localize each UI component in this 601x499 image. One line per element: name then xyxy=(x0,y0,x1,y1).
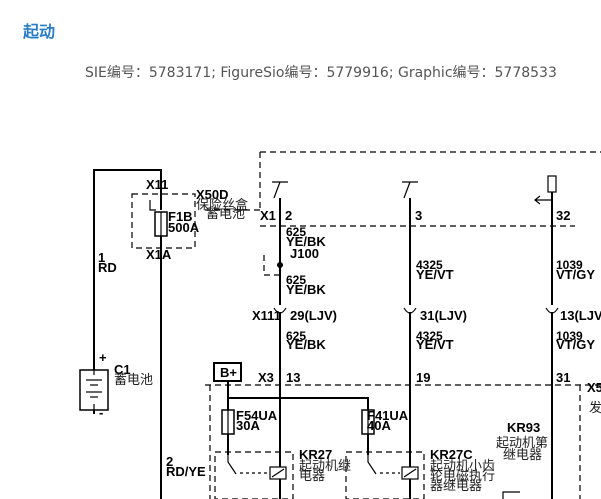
label-f54ua-amp: 30A xyxy=(236,418,260,433)
label-wire-4325-a-color: YE/VT xyxy=(416,267,454,282)
label-pin-32: 32 xyxy=(556,208,570,223)
document-ids: SIE编号：5783171; FigureSio编号：5779916; Grap… xyxy=(85,65,557,81)
j100-splice xyxy=(263,255,282,276)
label-pin-3: 3 xyxy=(415,208,422,223)
label-kr93-cn-1: 起动机第 xyxy=(496,436,548,451)
label-wire-1-color: RD xyxy=(98,260,117,275)
label-pin-2: 2 xyxy=(285,208,292,223)
relay-kr27c-switch xyxy=(367,455,377,475)
label-kr27-cn-1: 起动机继 xyxy=(299,459,351,474)
label-pin-13-ljv: 13(LJV xyxy=(560,308,601,323)
arrow-icon xyxy=(534,195,552,205)
label-wire-625-b: 625 xyxy=(286,273,306,287)
label-kr27c: KR27C xyxy=(430,447,473,462)
switch-s1-icon xyxy=(272,181,288,199)
label-kr27-cn-2: 电器 xyxy=(299,469,325,484)
label-f41ua: F41UA xyxy=(367,408,409,423)
label-x1: X1 xyxy=(260,208,276,223)
label-wire-4325-b: 4325 xyxy=(416,329,443,343)
f1b-fuse-boundary xyxy=(131,193,196,249)
battery-c1 xyxy=(79,369,109,411)
label-f54ua: F54UA xyxy=(236,408,278,423)
label-x50d: X50D xyxy=(196,187,229,202)
relay-kr27c-coil-mark xyxy=(403,468,417,478)
page-title: 起动 xyxy=(23,22,56,41)
f1b-contact-mark xyxy=(149,200,156,211)
label-x5-partial: X5 xyxy=(587,380,601,395)
label-partial-cn: 发 xyxy=(589,400,601,416)
label-pin-19: 19 xyxy=(416,370,430,385)
sensor-resistor-icon xyxy=(547,175,557,193)
label-pin-13: 13 xyxy=(286,370,300,385)
relay-kr27-switch xyxy=(227,455,237,475)
label-wire-625-c: 625 xyxy=(286,329,306,343)
switch-s2-icon xyxy=(402,181,418,199)
label-wire-1039-a: 1039 xyxy=(556,258,583,272)
label-wire-2: 2 xyxy=(166,454,173,469)
label-kr27c-cn-3: 器继电器 xyxy=(430,479,482,494)
label-wire-1039-b: 1039 xyxy=(556,329,583,343)
label-fuse-box-cn: 保险丝盒 xyxy=(196,197,248,213)
label-battery-cn-2: 蓄电池 xyxy=(114,373,153,388)
label-kr27: KR27 xyxy=(299,447,332,462)
label-wire-625-c-color: YE/BK xyxy=(286,337,326,352)
label-wire-4325-b-color: YE/VT xyxy=(416,337,454,352)
label-wire-1: 1 xyxy=(98,250,105,265)
label-pin-29: 29(LJV) xyxy=(290,308,337,323)
label-kr27c-cn-2: 轮电磁执行 xyxy=(430,469,495,484)
label-kr93: KR93 xyxy=(507,420,540,435)
relay-kr27-coil-mark xyxy=(271,468,285,478)
label-wire-1039-b-color: VT/GY xyxy=(556,337,595,352)
engine-compartment-fuse-box-boundary xyxy=(205,151,601,211)
fuse-box-inner-boundary xyxy=(205,384,601,499)
label-f1b: F1B xyxy=(168,209,193,224)
label-x1a: X1A xyxy=(146,247,172,262)
label-f41ua-amp: 40A xyxy=(367,418,391,433)
label-x3: X3 xyxy=(258,370,274,385)
label-battery-plus: + xyxy=(99,350,107,365)
label-c1: C1 xyxy=(114,362,131,377)
bplus-bus xyxy=(227,381,369,410)
label-wire-625-a-color: YE/BK xyxy=(286,234,326,249)
label-wire-625-b-color: YE/BK xyxy=(286,282,326,297)
label-wire-625-a: 625 xyxy=(286,225,306,239)
label-wire-4325-a: 4325 xyxy=(416,258,443,272)
label-pin-31b: 31 xyxy=(556,370,570,385)
label-f1b-amp: 500A xyxy=(168,220,200,235)
label-battery-minus: - xyxy=(99,405,103,420)
label-j100: J100 xyxy=(290,246,319,261)
label-pin-31: 31(LJV) xyxy=(420,308,467,323)
label-x11: X11 xyxy=(146,177,168,192)
relay-kr27 xyxy=(214,451,294,499)
label-wire-2-color: RD/YE xyxy=(166,464,206,479)
label-kr27c-cn-1: 起动机小齿 xyxy=(430,459,495,474)
relay-kr93-partial xyxy=(502,491,520,499)
label-battery-cn-1: 蓄电池 xyxy=(206,207,245,222)
relay-kr27c xyxy=(345,451,425,499)
label-bplus: B+ xyxy=(220,365,237,380)
label-wire-1039-a-color: VT/GY xyxy=(556,267,595,282)
label-x111: X111 xyxy=(252,308,281,323)
label-kr93-cn-2: 继电器 xyxy=(503,448,542,463)
wire-1-rd xyxy=(93,169,162,370)
